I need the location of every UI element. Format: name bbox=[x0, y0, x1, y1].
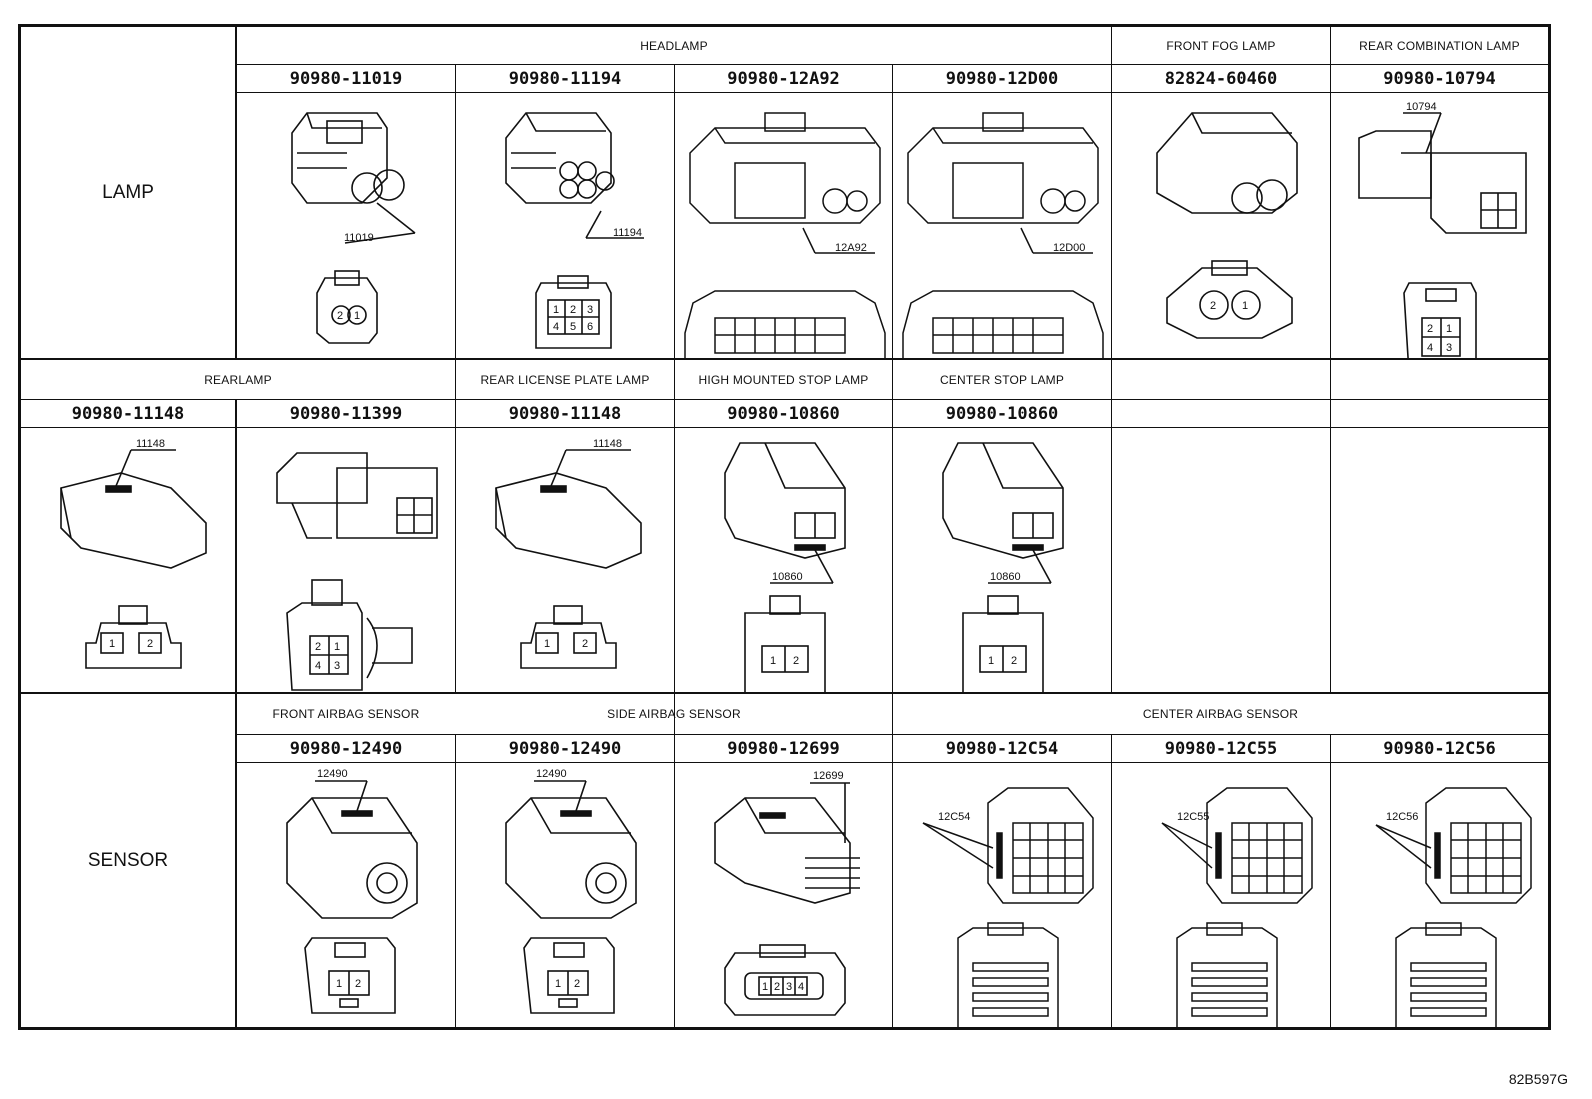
connector-drawing-11019: 11019 2 1 bbox=[291, 112, 416, 344]
pin-label: 2 bbox=[1210, 300, 1216, 312]
part-number: 90980-11194 bbox=[508, 68, 622, 89]
callout-label: 10794 bbox=[1406, 101, 1437, 113]
callout-label: 12D00 bbox=[1053, 242, 1085, 254]
callout-label: 10860 bbox=[772, 571, 803, 583]
pin-label: 2 bbox=[355, 978, 361, 990]
callout-label: 12A92 bbox=[835, 242, 867, 254]
pin-label: 3 bbox=[334, 660, 340, 672]
pin-label: 2 bbox=[147, 638, 153, 650]
pin-label: 6 bbox=[587, 321, 593, 333]
part-number: 90980-11019 bbox=[289, 68, 403, 89]
connector-drawing-60460: 2 1 bbox=[1156, 112, 1298, 339]
pin-label: 1 bbox=[770, 655, 776, 667]
pin-label: 1 bbox=[555, 978, 561, 990]
category-lamp: LAMP bbox=[102, 181, 154, 203]
part-number: 90980-12490 bbox=[289, 738, 403, 759]
pin-label: 1 bbox=[1446, 323, 1452, 335]
pin-label: 2 bbox=[774, 981, 780, 993]
header-rearlamp: REARLAMP bbox=[204, 372, 272, 387]
header-center-stop-lamp: CENTER STOP LAMP bbox=[939, 372, 1065, 387]
pin-label: 4 bbox=[315, 660, 321, 672]
pin-label: 3 bbox=[587, 304, 593, 316]
pin-label: 2 bbox=[1011, 655, 1017, 667]
pin-label: 2 bbox=[315, 641, 321, 653]
connector-drawing-12D00: 12D00 bbox=[902, 112, 1104, 358]
header-high-mounted-stop-lamp: HIGH MOUNTED STOP LAMP bbox=[698, 372, 869, 387]
part-number: 90980-11399 bbox=[289, 403, 403, 424]
callout-label: 12C54 bbox=[938, 811, 970, 823]
pin-label: 4 bbox=[1427, 342, 1433, 354]
pin-label: 2 bbox=[793, 655, 799, 667]
pin-label: 4 bbox=[553, 321, 559, 333]
header-front-fog-lamp: FRONT FOG LAMP bbox=[1166, 38, 1276, 53]
callout-label: 12490 bbox=[536, 768, 567, 780]
part-number: 90980-12D00 bbox=[945, 68, 1059, 89]
part-number: 90980-12C55 bbox=[1164, 738, 1278, 759]
connector-drawing-12A92: 12A92 bbox=[684, 112, 886, 358]
part-number: 90980-12C56 bbox=[1383, 738, 1496, 759]
connector-drawing-10860: 10860 1 2 bbox=[942, 442, 1064, 692]
part-number: 90980-12A92 bbox=[727, 68, 840, 89]
part-number: 90980-12699 bbox=[727, 738, 840, 759]
pin-label: 1 bbox=[334, 641, 340, 653]
pin-label: 1 bbox=[544, 638, 550, 650]
pin-label: 4 bbox=[798, 981, 804, 993]
pin-label: 1 bbox=[336, 978, 342, 990]
connector-drawing-12699: 12699 1 2 3 4 bbox=[714, 770, 860, 1016]
pin-label: 1 bbox=[762, 981, 768, 993]
callout-label: 12C56 bbox=[1386, 811, 1418, 823]
connector-drawing-11399: 2 1 4 3 bbox=[276, 452, 438, 691]
part-number: 90980-11148 bbox=[508, 403, 622, 424]
pin-label: 2 bbox=[574, 978, 580, 990]
callout-label: 11019 bbox=[344, 232, 374, 244]
pin-label: 1 bbox=[988, 655, 994, 667]
connector-drawing-11148: 11148 1 2 bbox=[495, 438, 642, 669]
part-number: 90980-11148 bbox=[71, 403, 185, 424]
part-number: 90980-10794 bbox=[1383, 68, 1496, 89]
header-headlamp: HEADLAMP bbox=[640, 38, 708, 53]
connector-drawing-11148: 11148 1 2 bbox=[60, 438, 207, 669]
pin-label: 2 bbox=[582, 638, 588, 650]
pin-label: 2 bbox=[337, 310, 343, 322]
pin-label: 3 bbox=[786, 981, 792, 993]
pin-label: 3 bbox=[1446, 342, 1452, 354]
connector-drawing-10794: 10794 2 1 4 3 bbox=[1358, 101, 1527, 358]
part-number: 90980-12490 bbox=[508, 738, 622, 759]
pin-label: 1 bbox=[1242, 300, 1248, 312]
part-number: 90980-10860 bbox=[727, 403, 840, 424]
header-center-airbag-sensor: CENTER AIRBAG SENSOR bbox=[1142, 707, 1299, 721]
connector-drawing-12C55: 12C55 bbox=[1161, 787, 1313, 1029]
part-number: 90980-10860 bbox=[945, 403, 1059, 424]
header-side-airbag-sensor: SIDE AIRBAG SENSOR bbox=[607, 707, 741, 721]
connector-chart: LAMP SENSOR HEADLAMP FRONT FOG LAMP REAR… bbox=[18, 24, 1551, 1030]
pin-label: 2 bbox=[570, 304, 576, 316]
callout-label: 11148 bbox=[593, 438, 622, 450]
part-number: 90980-12C54 bbox=[945, 738, 1059, 759]
header-rear-combination-lamp: REAR COMBINATION LAMP bbox=[1359, 38, 1520, 53]
pin-label: 1 bbox=[553, 304, 559, 316]
callout-label: 11194 bbox=[613, 227, 642, 239]
callout-label: 12490 bbox=[317, 768, 348, 780]
callout-label: 12699 bbox=[813, 770, 844, 782]
header-rear-license-plate-lamp: REAR LICENSE PLATE LAMP bbox=[480, 372, 650, 387]
connector-drawing-12490: 12490 1 2 bbox=[286, 768, 418, 1014]
part-number: 82824-60460 bbox=[1164, 68, 1278, 89]
header-front-airbag-sensor: FRONT AIRBAG SENSOR bbox=[272, 707, 420, 721]
pin-label: 2 bbox=[1427, 323, 1433, 335]
category-sensor: SENSOR bbox=[87, 849, 169, 871]
connector-drawing-12C54: 12C54 bbox=[922, 787, 1094, 1029]
connector-drawing-12490: 12490 1 2 bbox=[505, 768, 637, 1014]
pin-label: 1 bbox=[354, 310, 360, 322]
callout-label: 10860 bbox=[990, 571, 1021, 583]
pin-label: 5 bbox=[570, 321, 576, 333]
callout-label: 12C55 bbox=[1177, 811, 1209, 823]
pin-label: 1 bbox=[109, 638, 115, 650]
callout-label: 11148 bbox=[136, 438, 165, 450]
connector-drawing-11194: 11194 1 2 3 4 5 6 bbox=[505, 112, 644, 349]
connector-drawing-12C56: 12C56 bbox=[1375, 787, 1532, 1029]
figure-code: 82B597G bbox=[1508, 1071, 1568, 1087]
connector-drawing-10860: 10860 1 2 bbox=[724, 442, 846, 692]
